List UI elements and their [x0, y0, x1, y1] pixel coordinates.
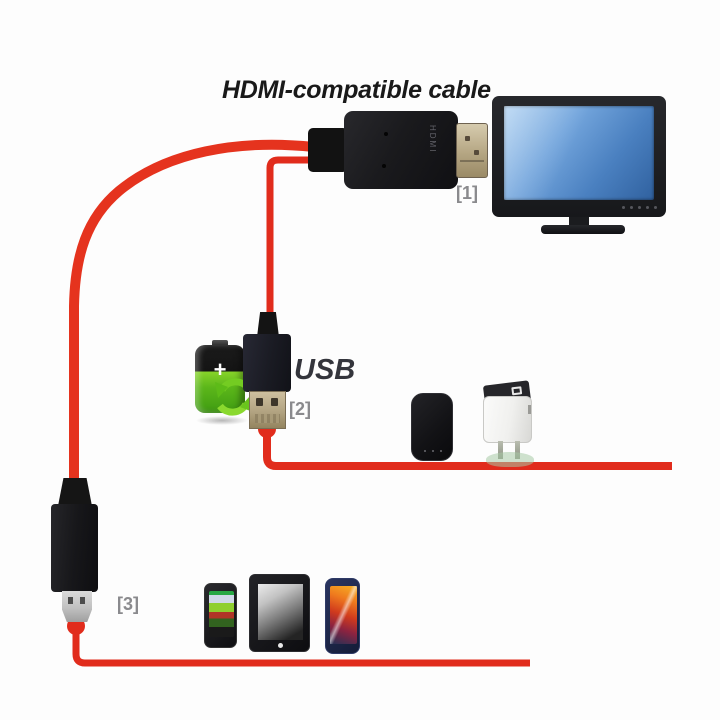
monitor-button [638, 206, 641, 209]
micro-usb-plug [62, 591, 92, 622]
usb-to-devices-line [263, 429, 672, 470]
indicator-dot [440, 450, 442, 452]
hdmi-adapter-body: HDMI [344, 111, 458, 189]
usb-plug-contacts [255, 414, 280, 423]
charger-side-slot [528, 405, 531, 414]
adapter-hdmi-marking: HDMI [428, 125, 437, 154]
indicator-dot [424, 450, 426, 452]
monitor-button [630, 206, 633, 209]
charger-prong [498, 441, 503, 459]
monitor-stand-base [541, 225, 625, 234]
charger-usb-port [511, 386, 523, 396]
hdmi-plug [456, 123, 488, 178]
usb-a-plug [249, 391, 286, 429]
usb-plug-hole [271, 398, 278, 406]
micro-usb-connector-body [51, 504, 98, 592]
battery-terminal [212, 340, 228, 347]
monitor-button [654, 206, 657, 209]
smartphone-screen [209, 591, 234, 637]
micro-plug-hole [80, 597, 85, 604]
charger-base [486, 452, 534, 467]
cable-strain-relief [308, 128, 348, 172]
plug-hole [474, 150, 479, 155]
power-bank [411, 393, 453, 461]
monitor-button [622, 206, 625, 209]
monitor-screen [504, 106, 654, 200]
android-smartphone [204, 583, 237, 648]
plug-hole [465, 136, 470, 141]
adapter-to-usb-line [266, 156, 312, 318]
indicator-dot [432, 450, 434, 452]
micro-usb-strain-relief [58, 478, 92, 506]
micro-plug-hole [68, 597, 73, 604]
charger-prong [515, 441, 520, 459]
monitor-button [646, 206, 649, 209]
monitor [492, 96, 666, 217]
usb-plug-hole [256, 398, 263, 406]
tablet [249, 574, 310, 652]
smartphone-screen [330, 586, 357, 644]
adapter-screw-dot [384, 132, 388, 136]
tablet-screen [258, 584, 303, 640]
wall-charger [483, 396, 532, 443]
battery-shadow [196, 416, 248, 425]
monitor-stand-neck [569, 217, 589, 226]
step-label-3: [3] [117, 594, 139, 614]
battery-plus-sign: + [213, 357, 227, 382]
tablet-home-button [278, 643, 283, 648]
page-title: HDMI-compatible cable [222, 76, 491, 104]
step-label-2: [2] [289, 399, 311, 419]
step-label-1: [1] [456, 183, 478, 203]
usb-label: USB [294, 354, 356, 386]
galaxy-smartphone [325, 578, 360, 654]
usb-connector-body [243, 334, 291, 392]
plug-groove [460, 160, 484, 162]
red-cable-curve [69, 139, 319, 488]
usb-cable-stub [257, 312, 279, 337]
adapter-screw-dot [382, 164, 386, 168]
